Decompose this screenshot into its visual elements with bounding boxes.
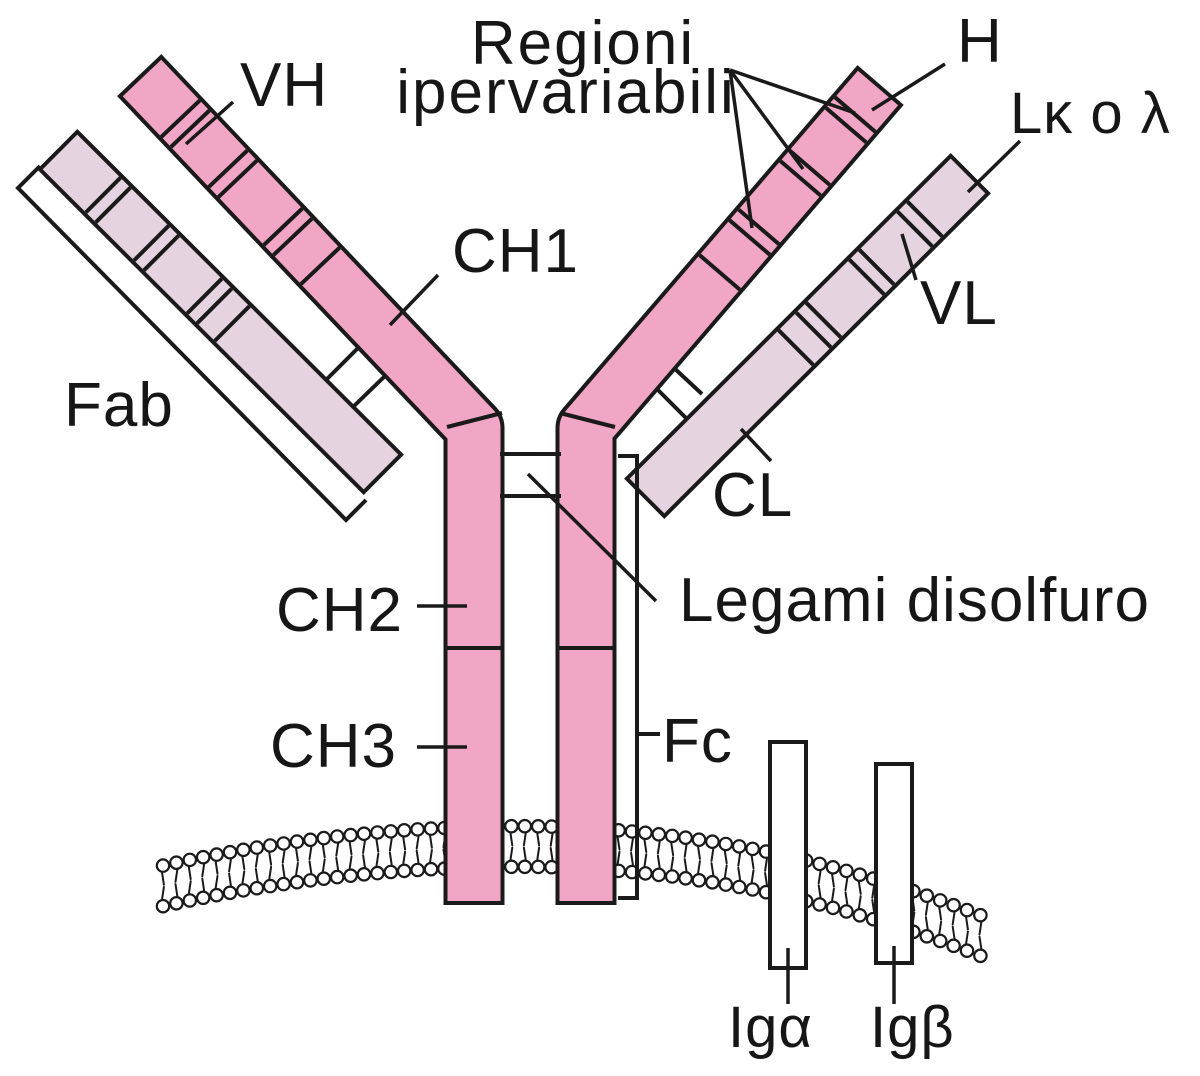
ch1-pointer-line [388,273,440,327]
disulfide-bonds-label: Legami disolfuro [679,566,1150,635]
hypervariable-stripe [217,159,259,199]
h-pointer-line [871,62,946,112]
ch3-label: CH3 [270,712,397,781]
hypervariable-stripe [737,208,781,246]
cl-label: CL [712,461,793,530]
hypervariable-pointer-1 [729,68,856,115]
hypervariable-stripe [272,217,314,257]
hypervariable-label-line2: ipervariabili [396,58,736,127]
ch1-label: CH1 [452,217,579,286]
ig-alpha-label: Igα [728,995,813,1060]
hypervariable-stripe [84,176,122,214]
disulfide-pointer-line [526,472,658,603]
heavy-chain-right [555,65,904,905]
light-chain-right [624,153,991,519]
ig-alpha-rect [768,740,808,970]
hinge-line-right [559,411,616,429]
hypervariable-stripe [728,218,772,257]
hypervariable-stripe [794,311,833,349]
interchain-bonds [324,345,704,421]
hypervariable-label-line1: Regioni [471,9,695,78]
hypervariable-stripe [896,210,934,248]
hypervariable-pointer-2 [728,68,805,171]
vl-label: VL [920,269,998,338]
hypervariable-stripe [824,106,868,144]
pointer-lines [184,62,1022,749]
hinge-line-left [446,411,503,429]
labels: Regioni ipervariabili VH CH1 H Lκ o λ VL… [64,7,1171,1060]
hypervariable-stripe [779,159,822,198]
hypervariable-stripe [195,287,234,325]
hypervariable-stripe [207,149,249,189]
hypervariable-stripe [857,248,896,286]
hypervariable-stripe [847,258,886,296]
hypervariable-stripe [185,277,224,315]
hypervariable-stripe [804,301,843,339]
hypervariable-stripe [213,304,251,343]
vl-pointer-line [900,233,918,281]
hinge-and-domain-boundary-lines [446,411,616,650]
hypervariable-stripe [159,98,202,139]
hypervariable-stripe [788,148,832,187]
hypervariable-stripe [698,253,742,292]
hypervariable-pointer-3 [728,69,754,229]
hypervariable-stripe [262,207,304,247]
hypervariable-stripe [169,109,211,149]
light-chain-kappa-lambda-label: Lκ o λ [1010,81,1171,146]
heavy-chain-left [117,54,505,905]
ig-beta-label: Igβ [870,995,955,1060]
fab-label: Fab [64,371,174,440]
heavy-chain-label: H [957,7,1003,76]
vh-label: VH [240,51,328,120]
hypervariable-stripe [777,328,815,367]
fc-bracket [618,454,639,900]
hypervariable-stripe [132,224,171,262]
ig-beta-rect [874,762,914,965]
hypervariable-stripe [94,186,132,224]
fab-bracket [15,164,368,523]
ch2-label: CH2 [276,576,403,645]
fc-label: Fc [662,707,733,776]
cl-pointer-line [739,427,773,463]
hypervariable-stripe [833,95,877,134]
light-chain-left [37,129,404,495]
hypervariable-stripe [299,246,341,286]
lk-pointer-line [966,139,1022,194]
hypervariable-stripe [906,200,944,238]
hypervariable-stripe [142,234,181,272]
vh-pointer-line [184,100,235,146]
